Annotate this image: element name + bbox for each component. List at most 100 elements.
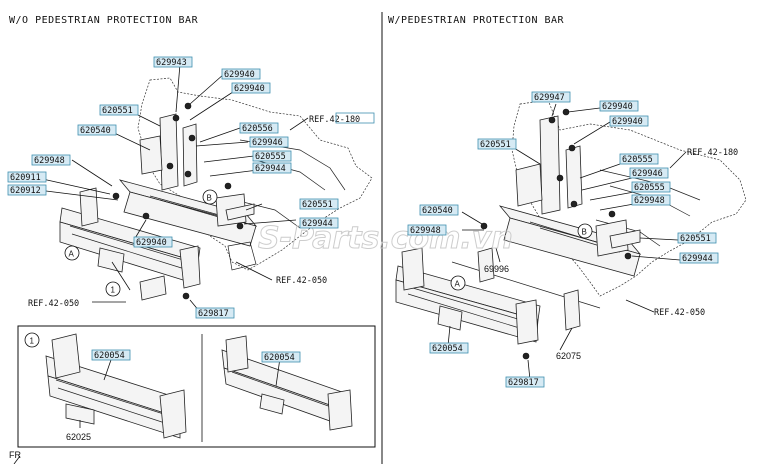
part-label-620912[interactable]: 620912 [7,184,47,196]
svg-text:620551: 620551 [680,234,711,244]
svg-text:629944: 629944 [255,164,286,174]
ref-label-42-050[interactable]: REF.42-050 [654,308,705,318]
svg-text:629947: 629947 [534,93,565,103]
part-label-62075[interactable]: 62075 [556,351,581,361]
watermark: S-Parts.com.vn [258,221,513,256]
svg-text:69996: 69996 [484,264,509,274]
part-label-629948[interactable]: 629948 [631,194,671,206]
svg-text:REF.42-050: REF.42-050 [276,276,327,286]
part-label-629817[interactable]: 629817 [195,307,235,319]
part-label-629946[interactable]: 629946 [629,167,669,179]
svg-text:629946: 629946 [252,138,283,148]
part-label-620540[interactable]: 620540 [419,204,459,216]
svg-text:629944: 629944 [302,219,333,229]
svg-text:REF.42-050: REF.42-050 [28,299,79,309]
right-artwork [395,99,747,381]
part-label-629948[interactable]: 629948 [407,224,447,236]
svg-text:62025: 62025 [66,432,91,442]
part-label-620551[interactable]: 620551 [677,232,717,244]
svg-text:629940: 629940 [224,70,255,80]
svg-text:62075: 62075 [556,351,581,361]
svg-text:620912: 620912 [10,186,41,196]
ref-label-42-180[interactable]: REF.42-180 [687,148,738,158]
svg-text:620540: 620540 [422,206,453,216]
part-label-629940[interactable]: 629940 [609,115,649,127]
svg-text:629940: 629940 [136,238,167,248]
left-title: W/O PEDESTRIAN PROTECTION BAR [9,15,199,26]
part-label-620054[interactable]: 620054 [261,351,301,363]
svg-text:620540: 620540 [80,126,111,136]
svg-text:629944: 629944 [682,254,713,264]
callout-one-left: 1 [105,281,121,297]
part-label-629940[interactable]: 629940 [599,100,639,112]
ref-label-42-050[interactable]: REF.42-050 [276,276,327,286]
svg-text:629817: 629817 [198,309,229,319]
part-label-629948[interactable]: 629948 [31,154,71,166]
svg-text:1: 1 [30,337,35,346]
svg-text:A: A [69,250,75,259]
part-label-620540[interactable]: 620540 [77,124,117,136]
svg-text:REF.42-180: REF.42-180 [687,148,738,158]
part-label-629943[interactable]: 629943 [153,56,193,68]
svg-text:629948: 629948 [410,226,441,236]
svg-text:620551: 620551 [302,200,333,210]
part-label-629944[interactable]: 629944 [299,217,339,229]
svg-text:B: B [582,228,587,237]
callout-b-left: B [202,189,218,205]
svg-text:REF.42-050: REF.42-050 [654,308,705,318]
svg-text:620054: 620054 [264,353,295,363]
right-title: W/PEDESTRIAN PROTECTION BAR [388,15,565,26]
svg-text:620555: 620555 [634,183,665,193]
svg-text:629817: 629817 [508,378,539,388]
svg-text:629940: 629940 [612,117,643,127]
svg-text:620054: 620054 [94,351,125,361]
part-label-629940[interactable]: 629940 [221,68,261,80]
detail-box [17,325,376,448]
part-label-620555[interactable]: 620555 [619,153,659,165]
part-label-620054[interactable]: 620054 [429,342,469,354]
svg-text:620556: 620556 [242,124,273,134]
svg-text:629948: 629948 [34,156,65,166]
part-label-629817[interactable]: 629817 [505,376,545,388]
callout-b-right: B [577,223,593,239]
svg-text:620551: 620551 [480,140,511,150]
svg-text:629940: 629940 [234,84,265,94]
part-label-620555[interactable]: 620555 [252,150,292,162]
svg-text:629946: 629946 [632,169,663,179]
svg-text:629940: 629940 [602,102,633,112]
part-label-629944[interactable]: 629944 [679,252,719,264]
svg-text:620551: 620551 [102,106,133,116]
part-label-629940[interactable]: 629940 [231,82,271,94]
part-label-62025[interactable]: 62025 [66,432,91,442]
part-label-629940[interactable]: 629940 [133,236,173,248]
svg-text:620555: 620555 [255,152,286,162]
callout-one-detail: 1 [24,332,40,348]
part-label-620911[interactable]: 620911 [7,171,47,183]
part-label-620556[interactable]: 620556 [239,122,279,134]
part-label-69996[interactable]: 69996 [484,264,509,274]
svg-text:620054: 620054 [432,344,463,354]
part-label-620054[interactable]: 620054 [91,349,131,361]
front-indicator: FR [9,450,21,460]
left-artwork [13,63,373,464]
part-label-620551[interactable]: 620551 [477,138,517,150]
ref-label-42-050[interactable]: REF.42-050 [28,299,79,309]
callout-a-right: A [450,275,466,291]
svg-text:REF.42-180: REF.42-180 [309,115,360,125]
svg-text:629948: 629948 [634,196,665,206]
ref-label-42-180[interactable]: REF.42-180 [309,112,375,125]
svg-text:1: 1 [111,286,116,295]
svg-text:620911: 620911 [10,173,41,183]
part-label-629944[interactable]: 629944 [252,162,292,174]
svg-text:B: B [207,194,212,203]
part-label-629946[interactable]: 629946 [249,136,289,148]
callout-a-left: A [64,245,80,261]
svg-text:629943: 629943 [156,58,187,68]
part-label-620551[interactable]: 620551 [299,198,339,210]
svg-text:A: A [455,280,461,289]
svg-text:620555: 620555 [622,155,653,165]
part-label-620551[interactable]: 620551 [99,104,139,116]
part-label-629947[interactable]: 629947 [531,91,571,103]
part-label-620555[interactable]: 620555 [631,181,671,193]
